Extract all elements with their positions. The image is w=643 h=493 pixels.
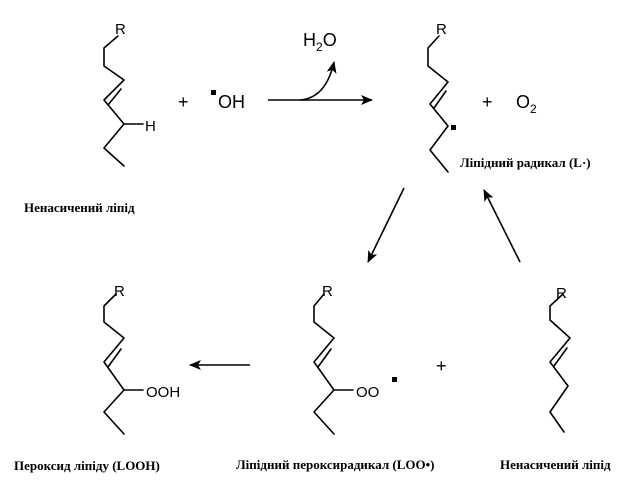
unsaturated-lipid-molecule-1: R H: [103, 21, 156, 167]
radical-dot-icon: [392, 377, 397, 382]
oxygen-label: O2: [516, 92, 537, 116]
peroxy-group-label: OO: [356, 384, 379, 401]
lipid-peroxyradical-label: Ліпідний пероксирадикал (LOO•): [236, 457, 434, 472]
hydroperoxy-group-label: OOH: [146, 384, 180, 401]
unsaturated-lipid-molecule-2: R: [549, 285, 571, 433]
water-label: H2O: [303, 30, 337, 54]
hydroxyl-radical-label: OH: [218, 92, 245, 112]
r-group-label: R: [556, 285, 567, 302]
plus-sign-2: +: [482, 92, 493, 112]
lipid-radical-label: Ліпідний радикал (L·): [460, 155, 591, 170]
hydrogen-atom-label: H: [145, 118, 156, 135]
r-group-label: R: [322, 283, 333, 300]
plus-sign-1: +: [178, 92, 189, 112]
plus-sign-3: +: [436, 356, 447, 376]
lipid-radical-molecule: R: [427, 21, 456, 173]
cycle-arrow-lipid-to-radical: [483, 189, 521, 263]
cycle-arrow-radical-to-peroxyradical: [367, 187, 405, 263]
radical-dot-icon: [211, 90, 216, 95]
lipid-peroxide-label: Пероксид ліпіду (LOOH): [14, 458, 160, 473]
water-release-arrow: [299, 61, 337, 101]
unsaturated-lipid-label-1: Ненасичений ліпід: [24, 200, 135, 215]
r-group-label: R: [436, 21, 447, 38]
unsaturated-lipid-label-2: Ненасичений ліпід: [500, 457, 611, 472]
lipid-peroxide-molecule: R OOH: [103, 283, 180, 435]
radical-dot-icon: [451, 125, 456, 130]
lipid-peroxyradical-molecule: R OO: [313, 283, 397, 435]
r-group-label: R: [115, 21, 126, 38]
r-group-label: R: [114, 283, 125, 300]
hydroxyl-radical: OH: [211, 90, 245, 112]
